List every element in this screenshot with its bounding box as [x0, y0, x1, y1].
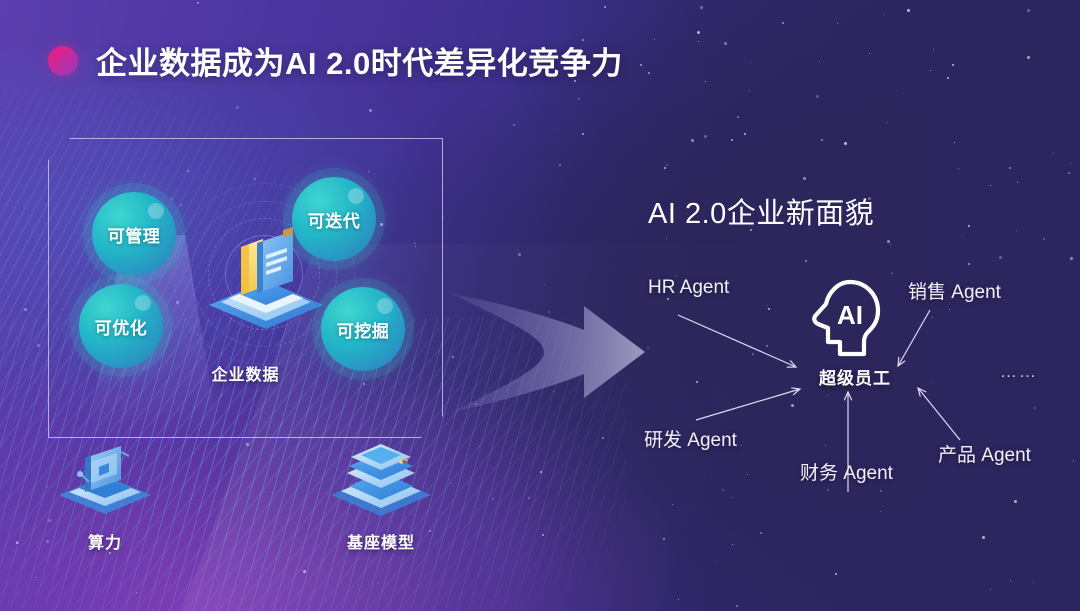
page-title: 企业数据成为AI 2.0时代差异化竞争力	[48, 38, 623, 83]
agent-connector-arrows	[600, 170, 1080, 500]
agent-label-rd[interactable]: 研发 Agent	[644, 430, 737, 451]
foundation-label: 基座模型	[346, 535, 415, 552]
agent-label-hr[interactable]: HR Agent	[648, 277, 730, 298]
sphere-highlight-icon	[135, 295, 151, 311]
ai-head-icon: AI	[812, 279, 881, 357]
bubble-label: 可挖掘	[336, 321, 390, 341]
bubble-optimizable[interactable]: 可优化	[79, 284, 163, 368]
foundation-item-model: 基座模型	[325, 438, 437, 553]
sphere-highlight-icon	[348, 188, 364, 204]
bubble-label: 可管理	[107, 226, 161, 246]
documents-stack-icon	[207, 201, 325, 351]
ai-core: AI 超级员工	[800, 278, 910, 396]
background-dark-overlay-right	[518, 0, 1080, 611]
bubble-label: 可优化	[94, 318, 148, 338]
bubble-label: 可迭代	[307, 211, 361, 231]
ai-core-icon-text: AI	[837, 300, 863, 330]
bubble-manageable[interactable]: 可管理	[92, 192, 176, 276]
sphere-highlight-icon	[377, 298, 393, 314]
agent-label-finance[interactable]: 财务 Agent	[800, 463, 893, 484]
bubble-iterable[interactable]: 可迭代	[292, 177, 376, 261]
enterprise-data-panel: 可管理 可迭代 可优化 可挖掘 企业数据	[48, 138, 443, 438]
sphere-highlight-icon	[148, 203, 164, 219]
magenta-dot-icon	[48, 45, 78, 76]
agent-label-product[interactable]: 产品 Agent	[938, 445, 1031, 466]
stacked-server-icon	[331, 444, 431, 516]
page-title-text: 企业数据成为AI 2.0时代差异化竞争力	[96, 46, 623, 81]
right-arrow-icon	[452, 288, 647, 418]
ai-core-label: 超级员工	[819, 369, 891, 388]
foundation-label: 算力	[87, 535, 122, 552]
right-panel-title: AI 2.0企业新面貌	[648, 198, 875, 230]
agent-more-indicator: ……	[1000, 362, 1038, 381]
foundation-item-compute: 算力	[55, 440, 155, 553]
bubble-minable[interactable]: 可挖掘	[321, 287, 405, 371]
enterprise-data-label: 企业数据	[211, 367, 280, 384]
agent-label-sales[interactable]: 销售 Agent	[908, 282, 1001, 303]
compute-monitor-icon	[59, 446, 151, 514]
